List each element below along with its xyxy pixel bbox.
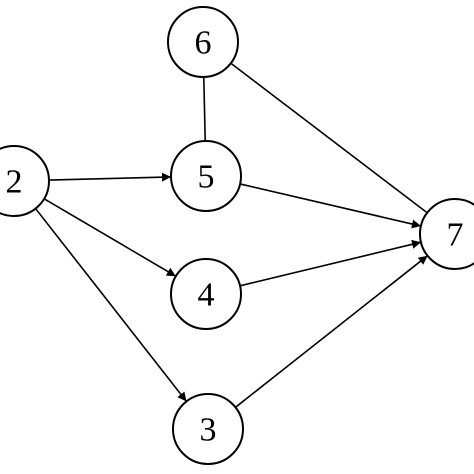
node-5: 5 (170, 140, 242, 212)
node-circle-3 (172, 393, 244, 465)
node-6: 6 (167, 6, 239, 78)
node-circle-6 (167, 6, 239, 78)
node-circle-5 (170, 140, 242, 212)
edge-2-to-5 (48, 172, 172, 182)
edge-2-to-4 (43, 198, 177, 277)
edge-2-to-3 (34, 208, 188, 402)
node-circle-2 (0, 145, 50, 217)
edges-layer (34, 62, 429, 408)
node-3: 3 (172, 393, 244, 465)
edge-3-to-7 (234, 255, 429, 408)
node-4: 4 (170, 258, 242, 330)
node-label-3: 3 (200, 412, 217, 449)
node-2: 2 (0, 145, 50, 217)
nodes-layer: 2 3 4 5 6 7 (0, 6, 474, 465)
node-label-7: 7 (447, 217, 464, 254)
node-label-2: 2 (6, 164, 23, 201)
edge-6-to-5 (202, 76, 207, 142)
node-7: 7 (419, 198, 474, 270)
edge-5-to-7 (239, 183, 422, 229)
node-circle-4 (170, 258, 242, 330)
edge-4-to-7 (239, 239, 422, 287)
edge-6-to-7 (230, 62, 428, 214)
node-label-4: 4 (198, 277, 215, 314)
node-circle-7 (419, 198, 474, 270)
node-label-6: 6 (195, 25, 212, 62)
node-label-5: 5 (198, 159, 215, 196)
